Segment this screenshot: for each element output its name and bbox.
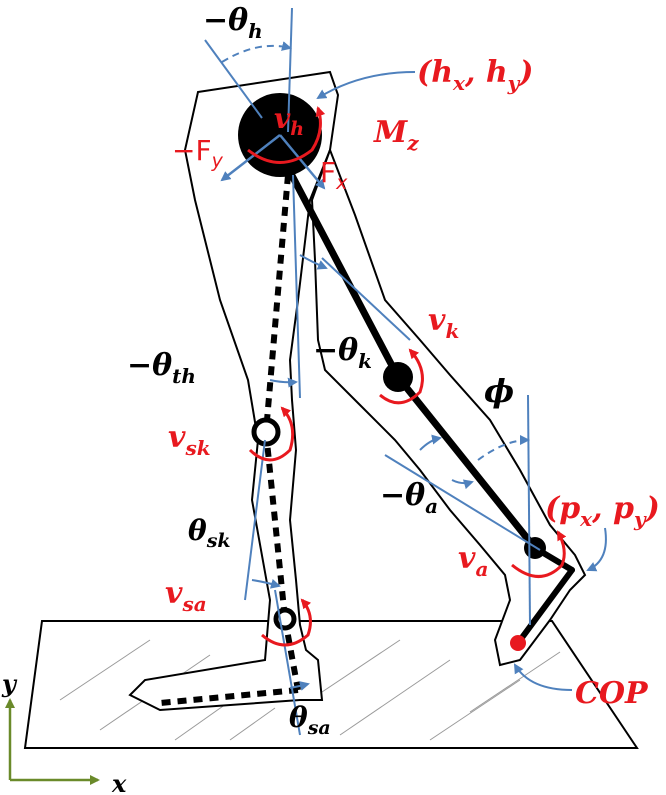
floor-plane [23,620,639,749]
label-v-h: vh [274,102,304,140]
standing-leg-segments [159,174,301,706]
knee-joint-stance [251,417,281,447]
label-cop: COP [575,676,649,711]
label-v-sa: vsa [165,576,207,616]
label-v-a: va [458,541,488,581]
label-v-sk: vsk [168,420,211,460]
label-axis-y: y [1,669,18,698]
label-force-x: Fx [320,156,348,194]
label-v-k: vk [428,303,459,343]
knee-joint-swing [383,362,413,392]
reference-lines [204,7,541,736]
label-hip-coordinates: (hx, hy) [417,55,533,95]
label-theta-h: −θh [203,3,263,43]
force-vectors [220,134,326,190]
label-theta-sk: θsk [188,514,231,552]
label-theta-sa: θsa [289,701,331,739]
label-phi: ϕ [484,372,514,410]
angle-arrows [251,254,474,691]
label-axis-x: x [111,769,127,795]
label-theta-th: −θth [127,348,196,388]
callout-arrows [316,71,607,691]
label-m-z: Mz [373,115,419,155]
cop-point [510,635,526,651]
swing-leg-outline [310,147,587,667]
angle-arcs [221,41,530,461]
label-theta-a: −θa [380,478,438,518]
coordinate-axes [4,698,100,785]
label-cop-coordinates: (px, py) [545,491,660,531]
label-theta-k: −θk [313,333,372,373]
label-force-y: −Fy [172,134,224,172]
rotation-arcs [247,106,567,647]
